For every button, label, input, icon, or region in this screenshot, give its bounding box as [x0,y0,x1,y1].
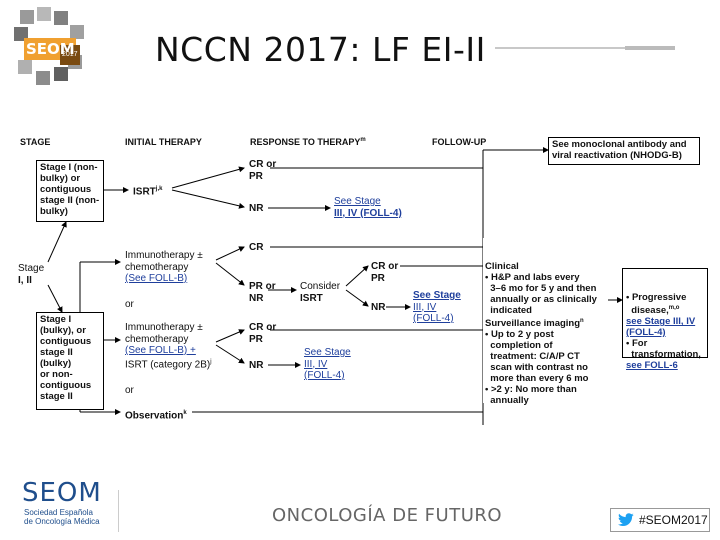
hashtag-text: #SEOM2017 [639,513,708,527]
seom-cube-logo: SEOM 2017 [10,5,90,90]
see-foll-6-link[interactable]: see FOLL-6 [626,360,678,372]
hashtag-box[interactable]: #SEOM2017 [610,508,710,532]
response-nr-4: NR [249,360,264,371]
response-cr-2: CR [249,242,264,253]
response-nr-1: NR [249,203,264,214]
immunotherapy-1: Immunotherapy ±chemotherapy(See FOLL-B) [125,250,203,284]
immunotherapy-2: Immunotherapy ±chemotherapy(See FOLL-B) … [125,322,212,370]
header-stage: STAGE [20,137,51,147]
observation-label: Observationk [125,410,187,422]
see-foll-b-link-2[interactable]: (See FOLL-B) + [125,345,196,356]
logo-text: SEOM [26,40,75,58]
title-rule [495,47,675,49]
isrt-label: ISRTj,k [133,186,163,198]
footer-rule [118,490,119,532]
see-stage-link-4[interactable]: see Stage III, IV [626,316,696,328]
logo-year: 2017 [62,51,78,58]
or-label-1: or [125,299,134,310]
slide-title: NCCN 2017: LF EI-II [155,30,486,69]
footer-tagline: ONCOLOGÍA DE FUTURO [272,505,503,526]
header-follow-up: FOLLOW-UP [432,137,487,147]
header-response: RESPONSE TO THERAPYm [250,137,366,147]
title-rule-accent [625,46,675,50]
seom-footer-logo: SEOM [22,478,102,508]
header-initial-therapy: INITIAL THERAPY [125,137,202,147]
see-foll-b-link-1[interactable]: (See FOLL-B) [125,273,188,284]
follow-up-box: Clinical• H&P and labs every 3–6 mo for … [483,238,608,406]
or-label-2: or [125,385,134,396]
foll-4-link[interactable]: (FOLL-4) [626,327,666,339]
response-nr-3: NR [371,302,386,313]
twitter-bird-icon [618,513,634,527]
